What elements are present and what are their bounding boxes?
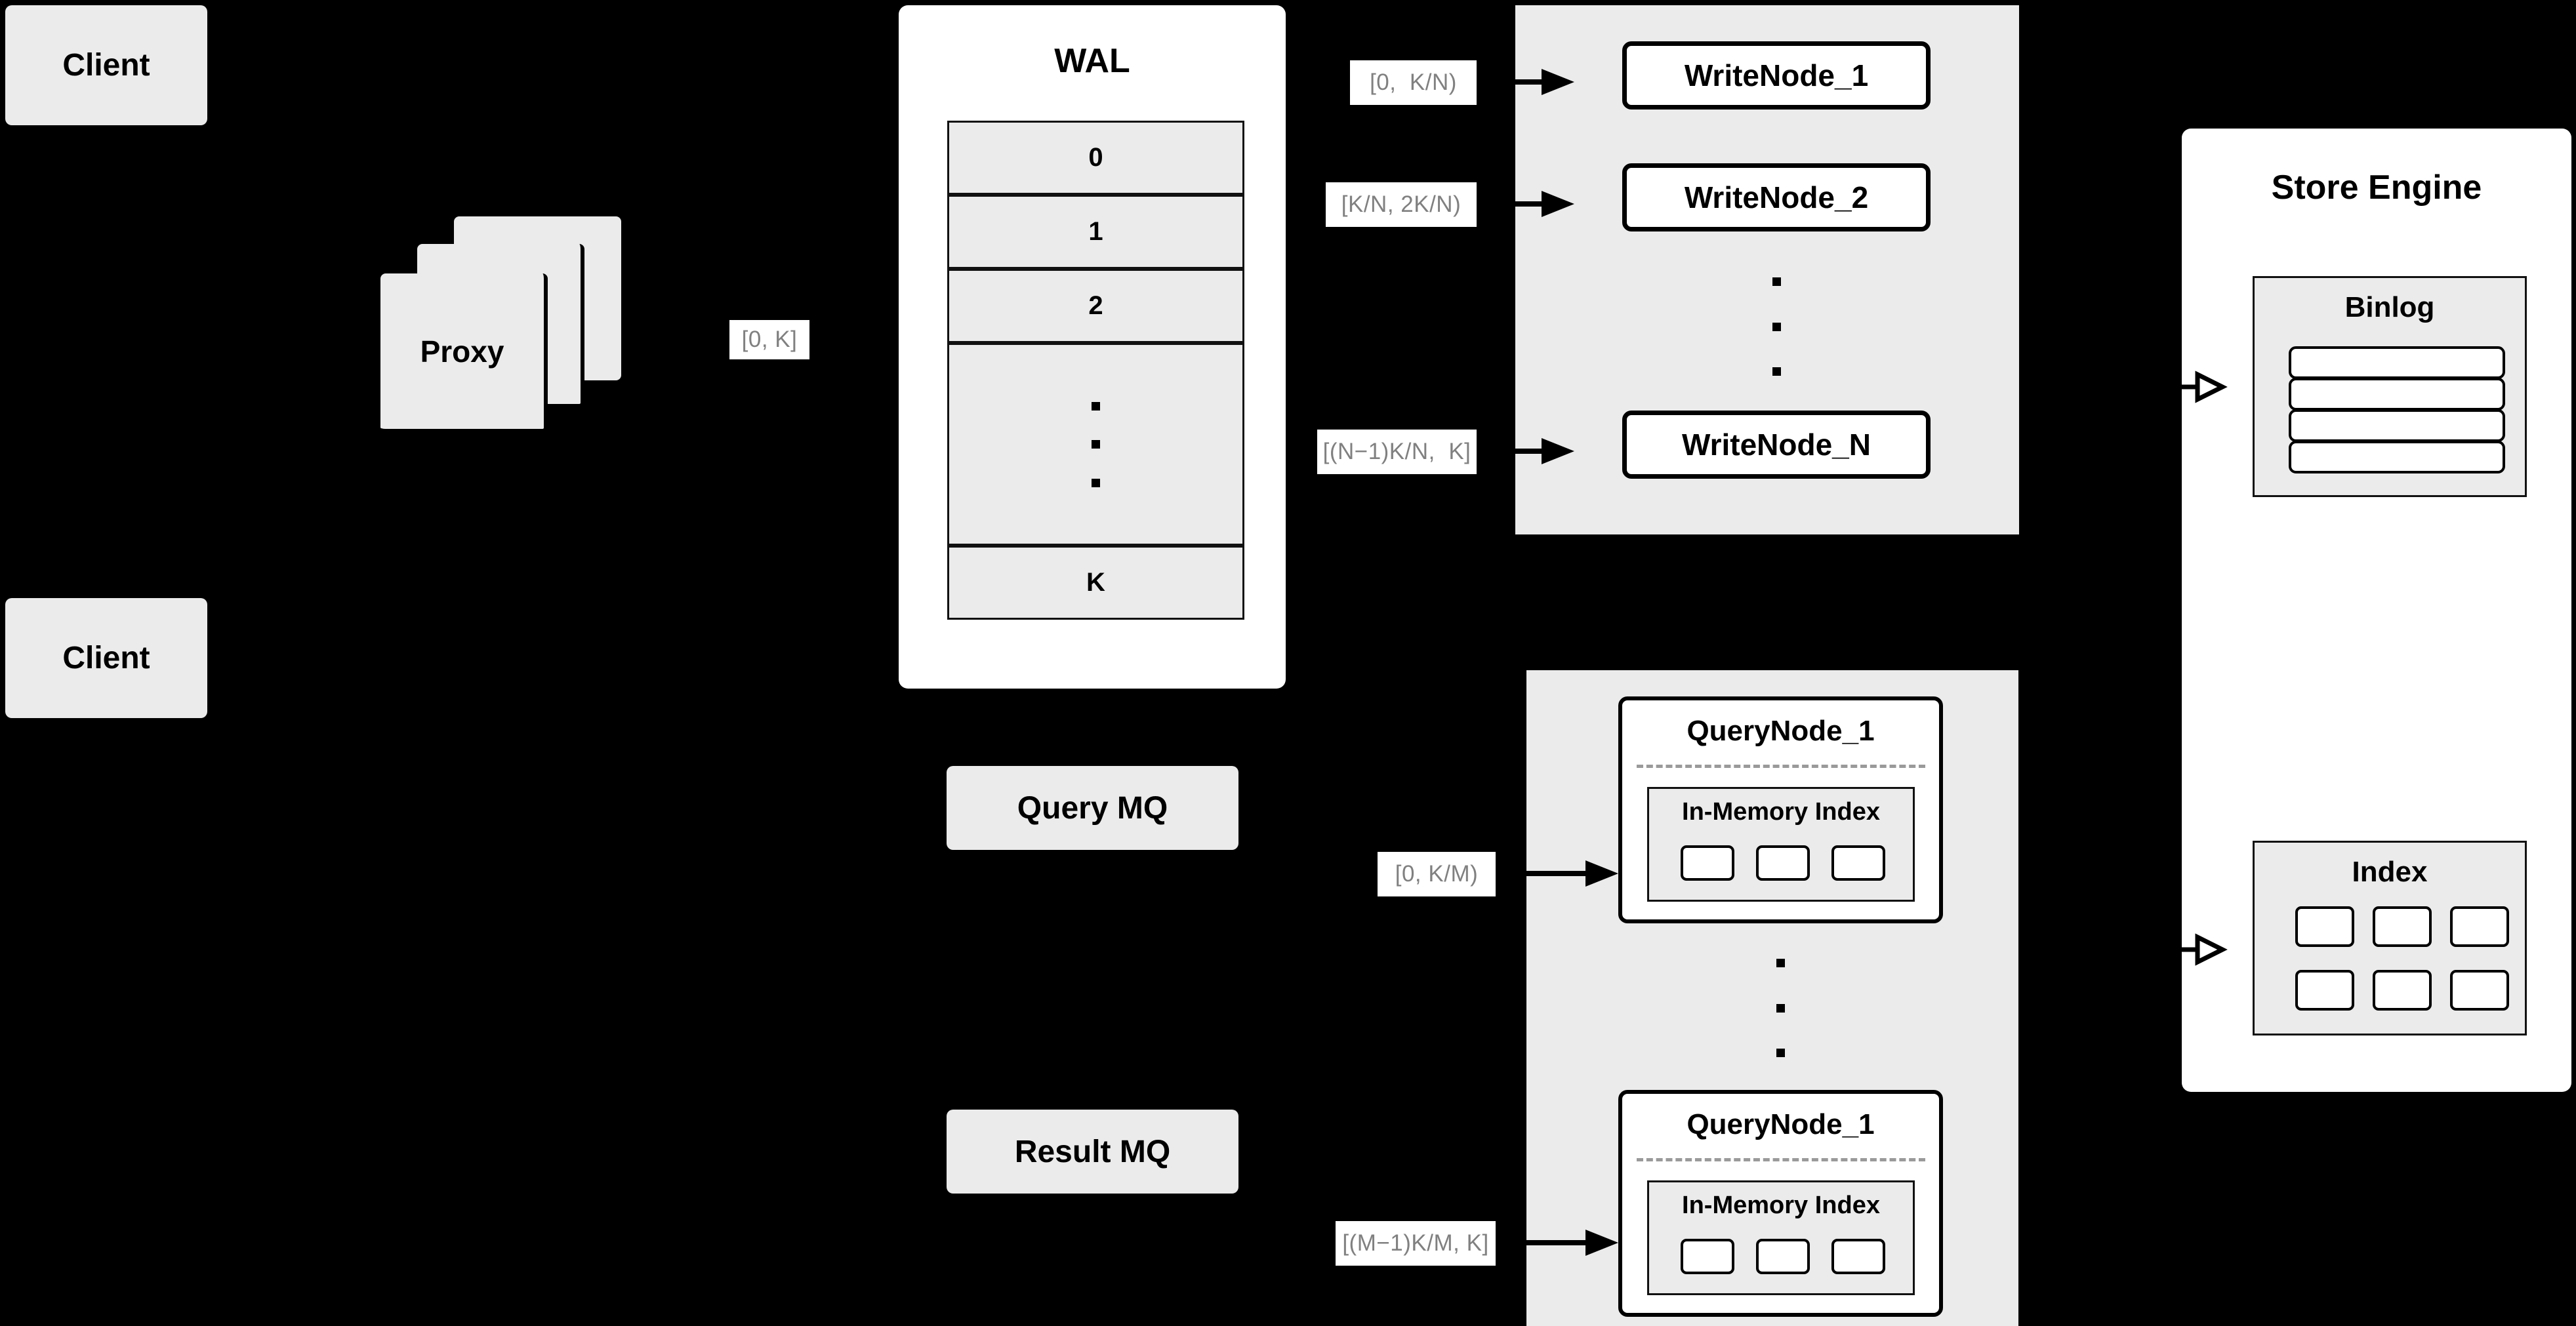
index-cell (1831, 1239, 1885, 1274)
wal-row: 1 (947, 195, 1244, 269)
binlog-bar (2289, 409, 2505, 442)
write-node-2[interactable]: WriteNode_2 (1622, 163, 1931, 231)
dot-icon (1776, 1003, 1785, 1013)
query-node-1-arrow (1523, 860, 1618, 887)
binlog-group: Binlog (2253, 276, 2527, 497)
wal-row: 0 (947, 121, 1244, 195)
proxy-sheet-front[interactable]: Proxy (380, 273, 548, 433)
store-engine-title: Store Engine (2271, 169, 2482, 207)
client-box-top[interactable]: Client (5, 5, 207, 125)
wal-panel: WAL 0 1 2 K (899, 5, 1286, 689)
index-cell (2373, 970, 2432, 1011)
result-mq-label: Result MQ (1014, 1134, 1171, 1169)
vertical-ellipsis-icon (1092, 401, 1100, 487)
index-cell (2295, 906, 2354, 947)
query-mq-label: Query MQ (1017, 790, 1168, 826)
query-node-m-range-label: [(M−1)K/M, K] (1336, 1221, 1496, 1266)
proxy-range-label: [0, K] (729, 320, 809, 359)
client-label: Client (62, 48, 150, 83)
index-cell (1681, 1239, 1734, 1274)
query-node-m[interactable]: QueryNode_1 In-Memory Index (1618, 1090, 1943, 1317)
client-box-bottom[interactable]: Client (5, 598, 207, 718)
index-cell (1756, 845, 1810, 881)
store-engine-panel: Store Engine Binlog Index (2182, 129, 2571, 1092)
dot-icon (1772, 277, 1781, 286)
query-node-1-separator (1637, 765, 1925, 768)
binlog-title: Binlog (2344, 291, 2435, 323)
index-cell (2450, 906, 2509, 947)
proxy-label: Proxy (420, 334, 504, 369)
query-node-m-separator (1637, 1158, 1925, 1161)
index-cell (2295, 970, 2354, 1011)
query-node-1-title: QueryNode_1 (1687, 715, 1875, 747)
write-node-1-range-label: [0, K/N) (1350, 60, 1477, 105)
proxy-stack[interactable]: Proxy (380, 216, 656, 433)
index-inbound-arrow (2179, 933, 2228, 966)
index-group: Index (2253, 841, 2527, 1035)
wal-row: K (947, 546, 1244, 620)
result-mq-box[interactable]: Result MQ (947, 1110, 1238, 1194)
in-memory-index-1: In-Memory Index (1647, 787, 1915, 902)
dot-icon (1776, 1049, 1785, 1057)
write-cluster-ellipsis-icon (1755, 277, 1797, 376)
query-node-1-range-label: [0, K/M) (1378, 852, 1496, 896)
index-title: Index (2352, 856, 2428, 888)
wal-row: 2 (947, 269, 1244, 343)
write-node-n-range-label: [(N−1)K/N, K] (1317, 430, 1477, 474)
write-node-2-arrow (1479, 191, 1574, 217)
write-node-1[interactable]: WriteNode_1 (1622, 41, 1931, 110)
index-cell (2450, 970, 2509, 1011)
query-cluster-ellipsis-icon (1759, 959, 1801, 1057)
query-node-m-title: QueryNode_1 (1687, 1108, 1875, 1140)
binlog-inbound-arrow (2179, 371, 2228, 403)
write-node-2-range-label: [K/N, 2K/N) (1326, 182, 1477, 227)
dot-icon (1092, 440, 1100, 449)
dot-icon (1092, 401, 1100, 411)
binlog-bar (2289, 346, 2505, 379)
write-node-n-arrow (1479, 438, 1574, 464)
in-memory-index-m: In-Memory Index (1647, 1180, 1915, 1295)
index-cell (1681, 845, 1734, 881)
write-node-n[interactable]: WriteNode_N (1622, 411, 1931, 479)
wal-title: WAL (1054, 42, 1130, 80)
query-mq-box[interactable]: Query MQ (947, 766, 1238, 850)
dot-icon (1776, 959, 1785, 967)
index-cell (1756, 1239, 1810, 1274)
dot-icon (1092, 478, 1100, 487)
wal-row-ellipsis (947, 343, 1244, 546)
in-memory-index-title: In-Memory Index (1682, 1192, 1880, 1219)
index-cell (2373, 906, 2432, 947)
query-node-m-arrow (1523, 1230, 1618, 1256)
query-node-1[interactable]: QueryNode_1 In-Memory Index (1618, 696, 1943, 923)
write-cluster-panel: WriteNode_1 WriteNode_2 WriteNode_N (1515, 5, 2019, 534)
binlog-bar (2289, 441, 2505, 473)
in-memory-index-title: In-Memory Index (1682, 798, 1880, 826)
dot-icon (1772, 322, 1781, 331)
write-node-1-arrow (1479, 69, 1574, 95)
index-cell (1831, 845, 1885, 881)
dot-icon (1772, 367, 1781, 376)
client-label: Client (62, 641, 150, 675)
query-cluster-panel: QueryNode_1 In-Memory Index QueryNode_1 (1526, 670, 2018, 1326)
binlog-bar (2289, 378, 2505, 411)
